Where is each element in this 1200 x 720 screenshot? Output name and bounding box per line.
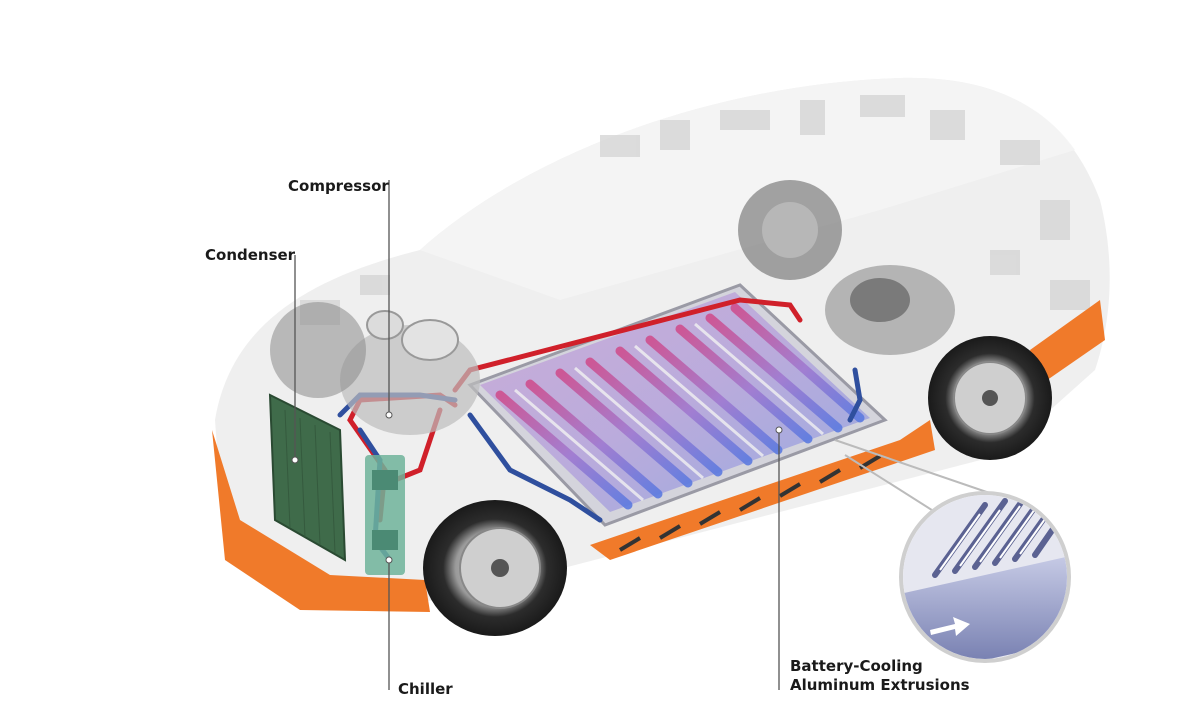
rear-left-wheel [928,336,1052,460]
chiller [365,455,405,575]
front-left-wheel [423,500,567,636]
battery-pack [467,283,888,527]
battery-cooling-label-line2: Aluminum Extrusions [790,676,970,694]
front-right-wheel [270,302,366,398]
condenser [268,393,347,562]
battery-cooling-label-line1: Battery-Cooling [790,657,923,675]
chiller-label: Chiller [398,680,453,698]
condenser-label: Condenser [205,246,296,264]
extrusion-detail-inset [834,439,1071,663]
compressor-label: Compressor [288,177,389,195]
front-drive-unit [340,310,480,435]
leader-lines [294,180,780,690]
rear-drive-unit [825,265,955,355]
rear-right-wheel [738,180,842,280]
battery-cooling-label: Battery-Cooling Aluminum Extrusions [790,657,970,695]
leader-dots [291,411,783,564]
